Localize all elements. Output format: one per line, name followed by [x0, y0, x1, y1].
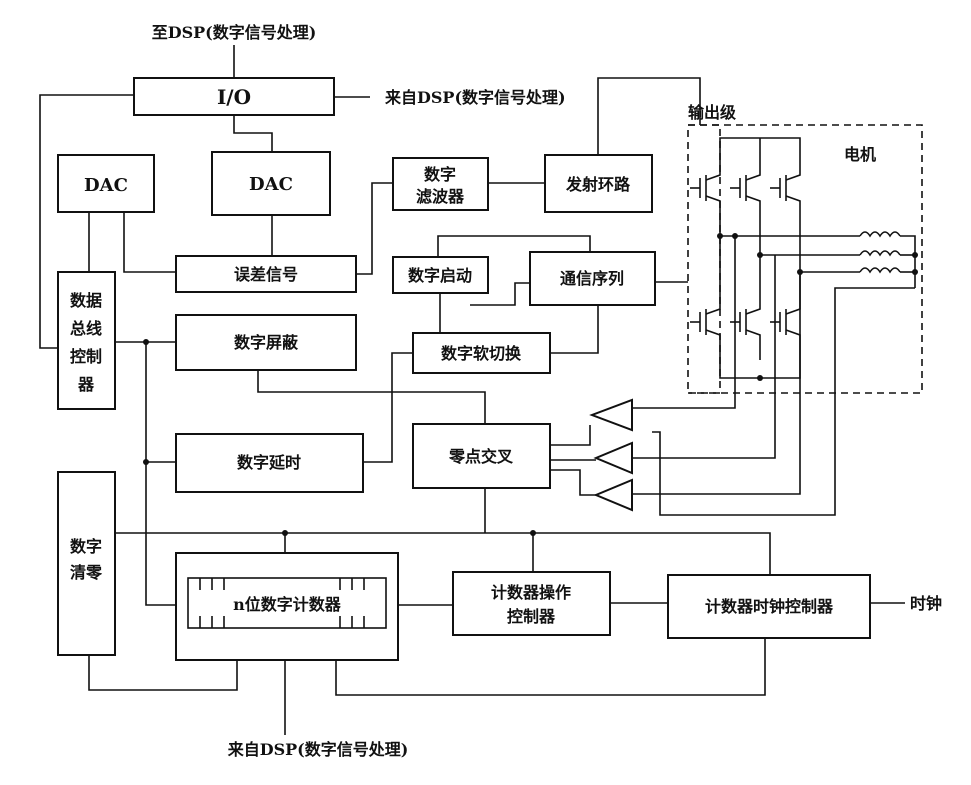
motor-label: 电机	[844, 145, 876, 164]
transmit-loop-label: 发射环路	[565, 175, 631, 194]
digital-clear-block: 数字 清零	[58, 472, 115, 655]
motor-coils	[860, 232, 918, 288]
motor-outline	[688, 125, 922, 393]
comparators	[592, 400, 632, 510]
comm-sequence-block: 通信序列	[530, 252, 655, 305]
comparator-1	[592, 400, 632, 430]
digital-delay-label: 数字延时	[237, 453, 301, 472]
digital-filter-block: 数字 滤波器	[393, 158, 488, 210]
digital-mask-label: 数字屏蔽	[234, 333, 299, 352]
data-bus-controller-label-3: 控制	[70, 347, 102, 366]
from-dsp-bottom-label: 来自DSP(数字信号处理)	[227, 740, 409, 759]
digital-soft-switch-block: 数字软切换	[413, 333, 550, 373]
zero-crossing-label: 零点交叉	[448, 447, 514, 466]
digital-clear-label-2: 清零	[70, 563, 103, 582]
comm-sequence-label: 通信序列	[560, 269, 624, 288]
counter-clock-controller-block: 计数器时钟控制器	[668, 575, 870, 638]
digital-filter-label-1: 数字	[424, 165, 456, 184]
to-dsp-label: 至DSP(数字信号处理)	[152, 23, 317, 42]
transmit-loop-block: 发射环路	[545, 155, 652, 212]
n-bit-counter-block: n位数字计数器	[176, 553, 398, 660]
clock-label: 时钟	[910, 594, 942, 613]
dac-left-label: DAC	[84, 175, 128, 196]
digital-mask-block: 数字屏蔽	[176, 315, 356, 370]
output-stage-label: 输出级	[688, 103, 737, 122]
digital-delay-block: 数字延时	[176, 434, 363, 492]
error-signal-block: 误差信号	[176, 256, 356, 292]
counter-op-controller-block: 计数器操作 控制器	[453, 572, 610, 635]
counter-op-controller-label-2: 控制器	[507, 607, 556, 626]
data-bus-controller-label-2: 总线	[70, 319, 102, 338]
data-bus-controller-label-4: 器	[77, 375, 95, 394]
from-dsp-right-label: 来自DSP(数字信号处理)	[384, 88, 566, 107]
io-label: I/O	[217, 85, 251, 109]
output-stage-outline	[688, 125, 720, 393]
digital-clear-label-1: 数字	[70, 537, 102, 556]
dac-right-block: DAC	[212, 152, 330, 215]
comparator-2	[596, 443, 632, 473]
data-bus-controller-block: 数据 总线 控制 器	[58, 272, 115, 409]
io-block: I/O	[134, 78, 334, 115]
zero-crossing-block: 零点交叉	[413, 424, 550, 488]
dac-left-block: DAC	[58, 155, 154, 212]
digital-soft-switch-label: 数字软切换	[441, 344, 522, 363]
comparator-3	[596, 480, 632, 510]
digital-filter-label-2: 滤波器	[416, 187, 465, 206]
error-signal-label: 误差信号	[234, 265, 298, 284]
digital-start-label: 数字启动	[408, 266, 472, 285]
n-bit-counter-label: n位数字计数器	[233, 595, 342, 614]
counter-op-controller-label-1: 计数器操作	[491, 583, 571, 602]
data-bus-controller-label-1: 数据	[70, 291, 102, 310]
dac-right-label: DAC	[249, 174, 293, 195]
counter-clock-controller-label: 计数器时钟控制器	[705, 597, 834, 616]
digital-start-block: 数字启动	[393, 257, 488, 293]
